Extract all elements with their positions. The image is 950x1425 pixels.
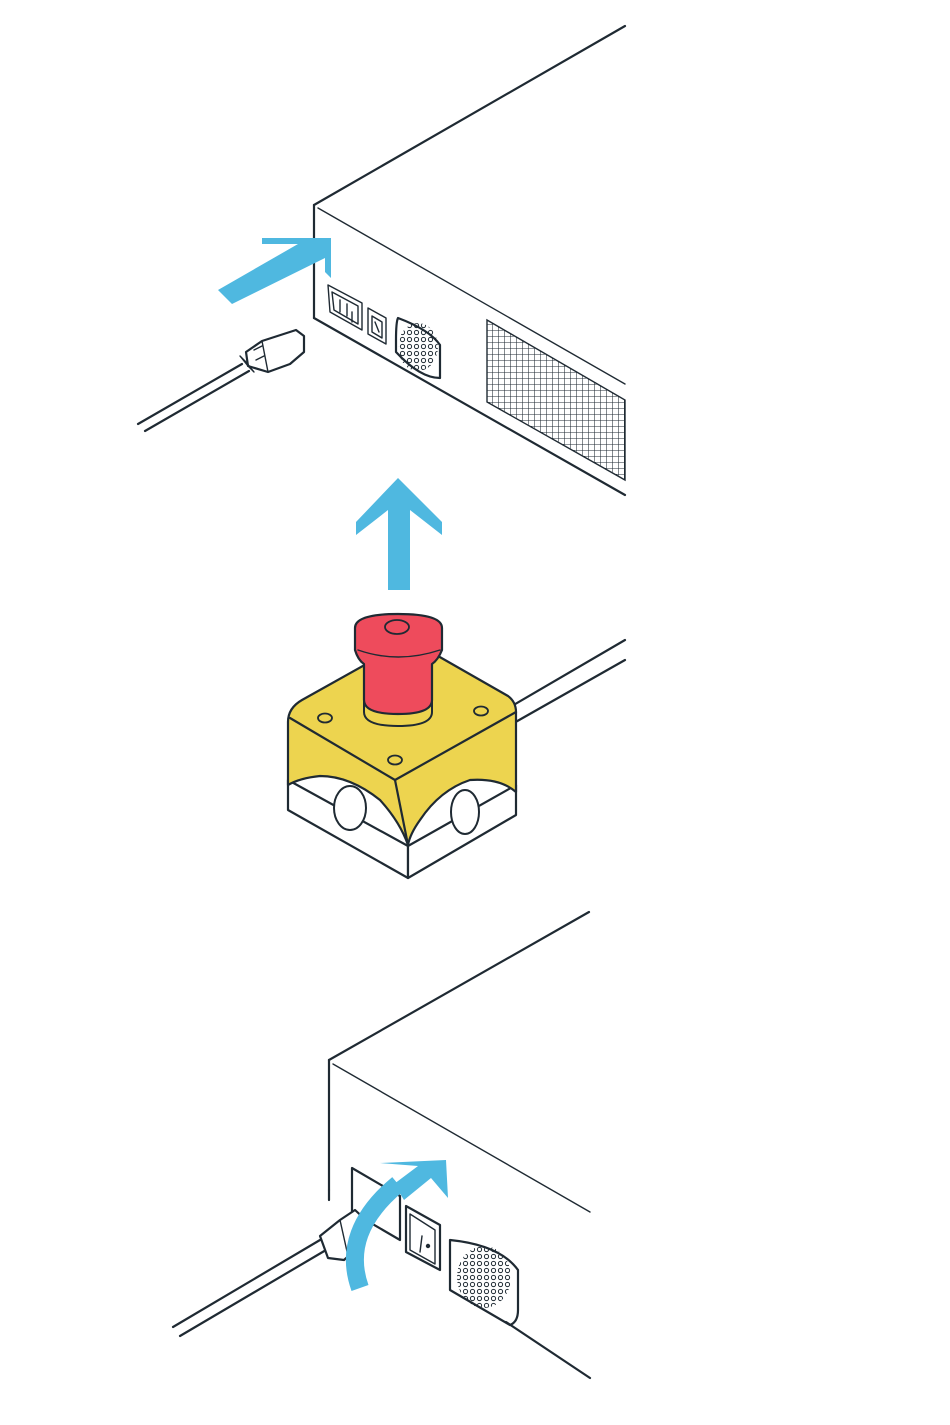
arrow-up-icon: [356, 478, 442, 590]
vent-grille-icon: [450, 1240, 518, 1325]
emergency-stop-button-icon: [288, 614, 625, 878]
power-switch-icon: [368, 308, 386, 344]
power-cable-icon: [138, 330, 304, 431]
power-cable-icon: [173, 1210, 368, 1336]
device-unit-bottom: [329, 912, 590, 1378]
curved-arrow-icon: [355, 1160, 448, 1288]
power-inlet-icon: [328, 285, 362, 330]
rocker-switch-icon: [406, 1206, 440, 1270]
